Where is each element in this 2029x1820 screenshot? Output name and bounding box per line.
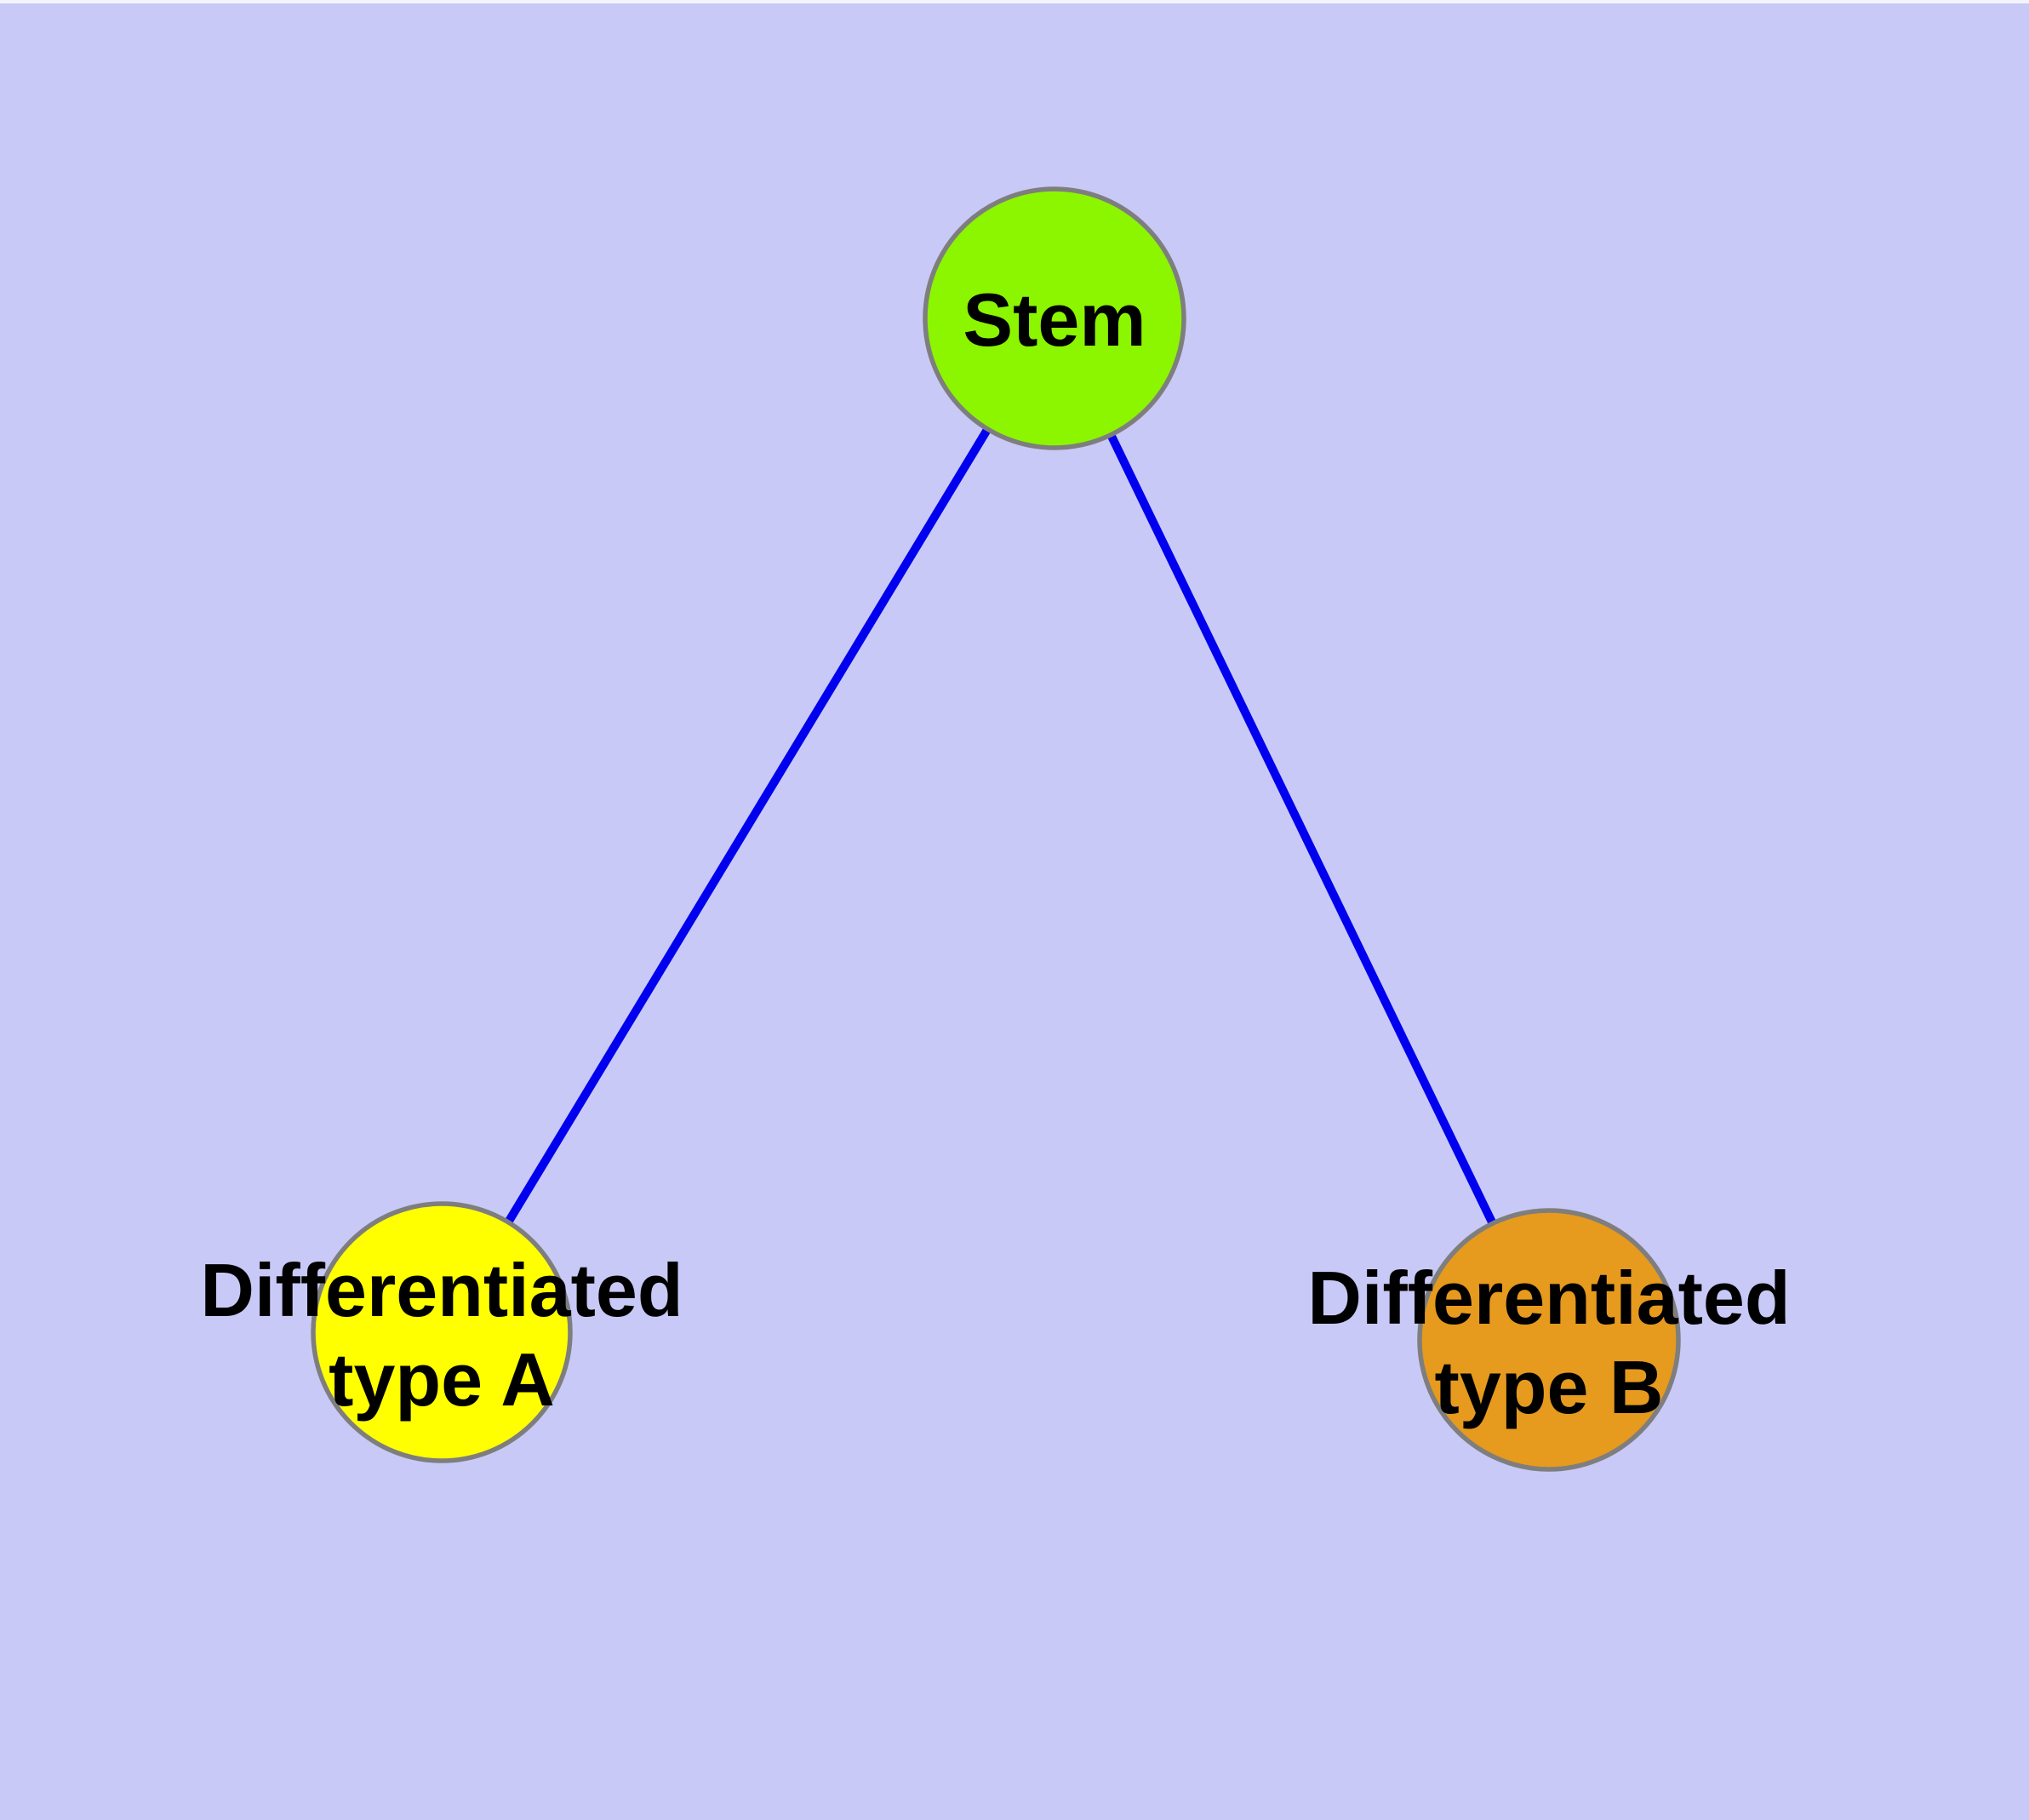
node-differentiated-type-a-circle xyxy=(311,1201,573,1463)
node-stem: Stem xyxy=(923,186,1186,450)
node-differentiated-type-b-label-line1: Differentiated xyxy=(1307,1256,1790,1340)
node-stem-circle xyxy=(923,186,1186,450)
node-differentiated-type-a-label-line1: Differentiated xyxy=(200,1248,683,1332)
node-stem-label: Stem xyxy=(963,278,1146,362)
edge-stem-to-type-b xyxy=(1050,316,1553,1342)
node-differentiated-type-b-label-line2: type B xyxy=(1435,1345,1664,1429)
node-differentiated-type-b-circle xyxy=(1417,1208,1681,1472)
node-differentiated-type-a-label-line2: type A xyxy=(329,1337,555,1422)
top-border xyxy=(0,0,2029,3)
edge-stem-to-type-a xyxy=(437,316,1059,1335)
node-differentiated-type-a: Differentiated type A xyxy=(200,1201,683,1463)
node-differentiated-type-b: Differentiated type B xyxy=(1307,1208,1791,1472)
